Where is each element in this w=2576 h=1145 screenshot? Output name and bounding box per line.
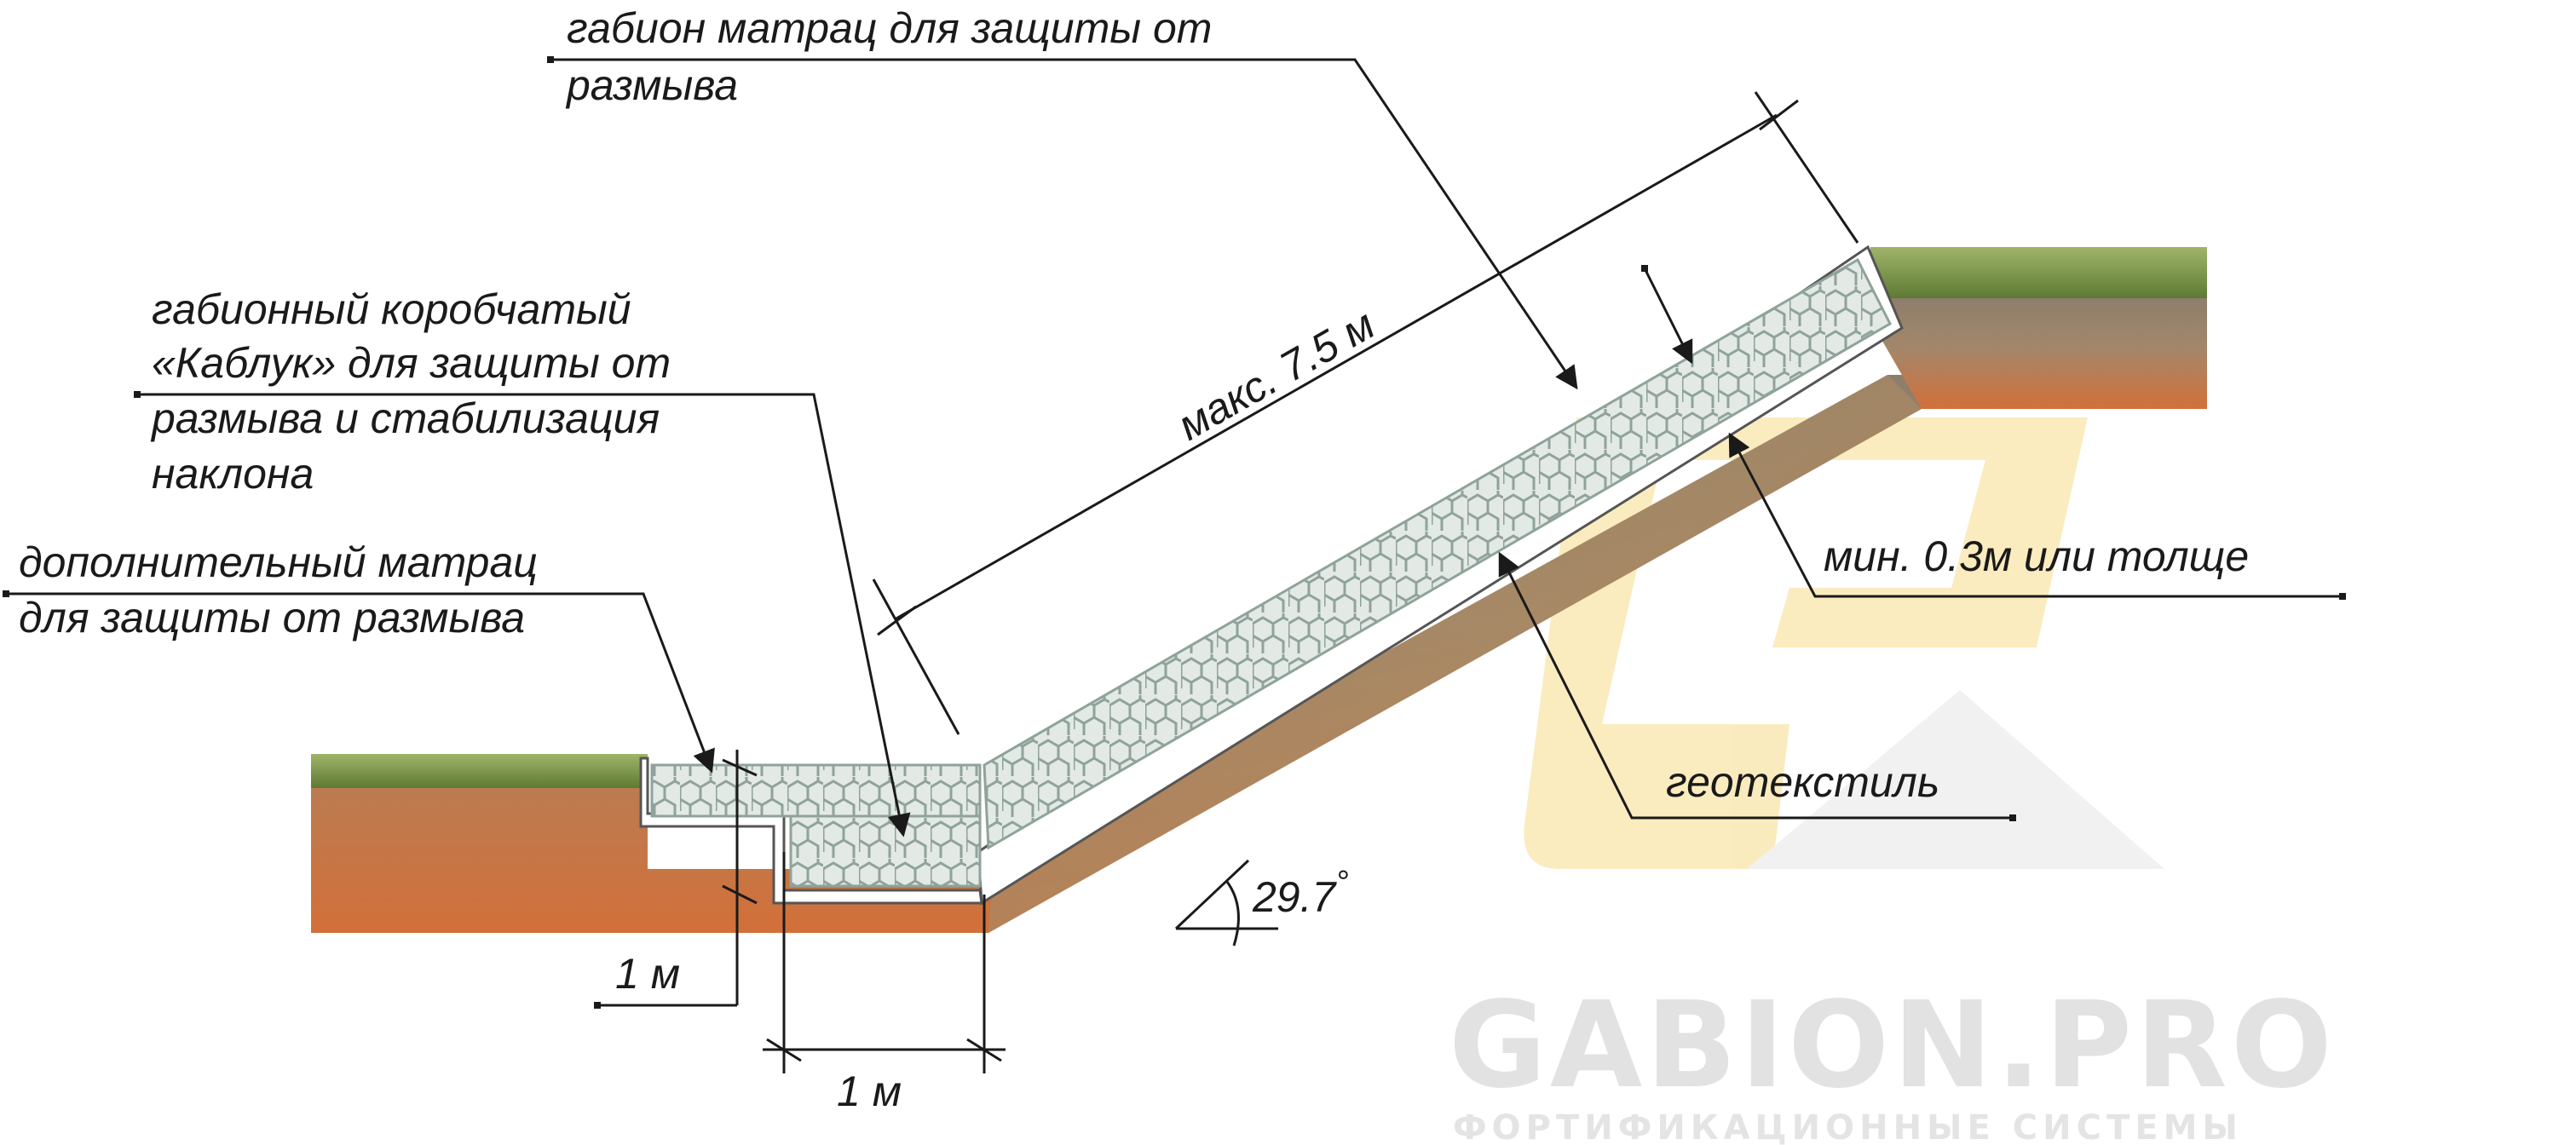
heel-box-gabion bbox=[789, 814, 982, 888]
gabion-structures bbox=[639, 245, 1904, 906]
grass-right bbox=[1870, 247, 2207, 298]
length-dimension-label: макс. 7.5 м bbox=[1170, 300, 1383, 449]
leader-lines bbox=[7, 58, 2342, 1073]
extra-mattress-label-line1: дополнительный матрац bbox=[19, 538, 538, 586]
horizontal-dimension-label: 1 м bbox=[837, 1067, 902, 1115]
mattress-label-line2: размыва bbox=[565, 61, 738, 109]
heel-label-line2: «Каблук» для защиты от bbox=[152, 339, 671, 387]
leader-anchors bbox=[3, 56, 2346, 1009]
grass-left bbox=[311, 754, 648, 788]
brand-tagline: ФОРТИФИКАЦИОННЫЕ СИСТЕМЫ bbox=[1453, 1108, 2243, 1145]
degree-symbol: ° bbox=[1335, 865, 1348, 900]
slope-mattress-gabion bbox=[983, 257, 1892, 850]
extra-mattress-label-line2: для защиты от размыва bbox=[19, 594, 525, 642]
extra-mattress-gabion bbox=[650, 763, 982, 818]
thickness-label: мин. 0.3м или толще bbox=[1824, 532, 2249, 580]
logo-watermark bbox=[1524, 417, 2164, 869]
mattress-label-line1: габион матрац для защиты от bbox=[567, 4, 1212, 52]
soil-profile bbox=[311, 247, 2207, 933]
geotextile-label: геотекстиль bbox=[1666, 758, 1939, 806]
vertical-dimension-label: 1 м bbox=[615, 950, 680, 998]
brand-watermark: GABION.PRO bbox=[1449, 976, 2336, 1115]
heel-label-line1: габионный коробчатый bbox=[152, 285, 631, 333]
heel-label-line3: размыва и стабилизация bbox=[150, 394, 660, 442]
heel-label-line4: наклона bbox=[152, 450, 314, 498]
slope-angle-value: 29.7° bbox=[1252, 865, 1349, 921]
